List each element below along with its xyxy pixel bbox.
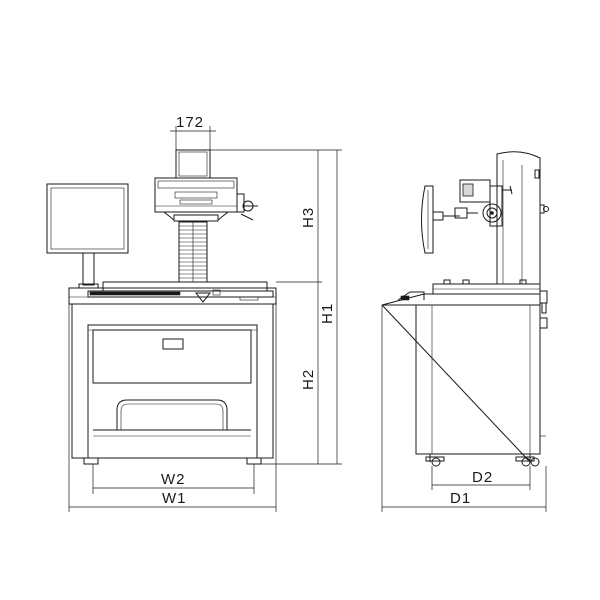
side-column	[454, 151, 549, 285]
cabinet-side	[381, 290, 548, 467]
dim-label-h2: H2	[300, 369, 317, 390]
dim-label-w1: W1	[162, 490, 187, 507]
dim-label-w2: W2	[161, 471, 186, 488]
front-view	[46, 126, 342, 512]
side-base-plate	[397, 279, 541, 301]
monitor	[46, 183, 129, 289]
cabinet-front	[68, 287, 277, 465]
base-plate	[87, 281, 274, 303]
dim-label-d2: D2	[472, 469, 493, 486]
front-dimensions	[68, 126, 342, 512]
side-monitor	[421, 185, 460, 254]
dim-label-h1: H1	[319, 303, 336, 324]
side-view	[381, 151, 549, 512]
dim-label-d1: D1	[450, 490, 471, 507]
measuring-unit	[154, 149, 258, 283]
dim-label-h3: H3	[300, 207, 317, 228]
side-dimensions	[381, 305, 547, 512]
dim-label-172: 172	[176, 114, 204, 131]
